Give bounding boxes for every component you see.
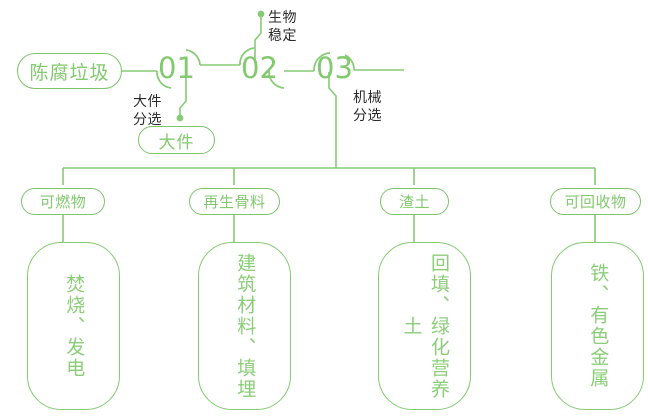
link-02-to-bio-note	[254, 16, 262, 63]
stage-number-02[interactable]: 02	[241, 51, 278, 85]
arc-02-bottom	[268, 70, 285, 89]
outcome-text-2: 建筑材料、填埋	[234, 252, 256, 400]
link-01-to-bulky	[179, 72, 187, 117]
arc-03-right	[344, 54, 355, 71]
arc-01-bottom	[156, 70, 172, 89]
node-bulky-output[interactable]: 大件	[138, 126, 215, 154]
outcome-text-3: 回填、绿化营养土	[400, 252, 450, 400]
stage-note-03: 机械 分选	[353, 89, 382, 124]
category-pill-1[interactable]: 可燃物	[21, 188, 105, 215]
outcome-box-1[interactable]: 焚烧、发电	[27, 242, 120, 410]
outcome-text-4: 铁、有色金属	[587, 263, 609, 389]
category-pill-4[interactable]: 可回收物	[550, 188, 641, 215]
dot-bio-note	[257, 10, 265, 18]
arc-02-top	[239, 47, 255, 66]
outcome-text-1: 焚烧、发电	[63, 273, 85, 379]
link-03-to-bus	[328, 72, 337, 168]
outcome-box-3[interactable]: 回填、绿化营养土	[378, 242, 471, 410]
node-root-waste[interactable]: 陈腐垃圾	[17, 53, 122, 89]
category-pill-3[interactable]: 渣土	[380, 188, 449, 215]
stage-note-02: 生物 稳定	[268, 9, 297, 44]
arc-03-top	[313, 52, 331, 72]
dot-bulky	[176, 114, 184, 122]
stage-note-01: 大件 分选	[133, 93, 162, 128]
outcome-box-4[interactable]: 铁、有色金属	[551, 242, 644, 410]
outcome-box-2[interactable]: 建筑材料、填埋	[198, 242, 291, 410]
stage-number-03[interactable]: 03	[316, 51, 353, 85]
stage-number-01[interactable]: 01	[158, 51, 195, 85]
arc-01-top	[185, 49, 201, 66]
category-pill-2[interactable]: 再生骨料	[189, 188, 280, 215]
